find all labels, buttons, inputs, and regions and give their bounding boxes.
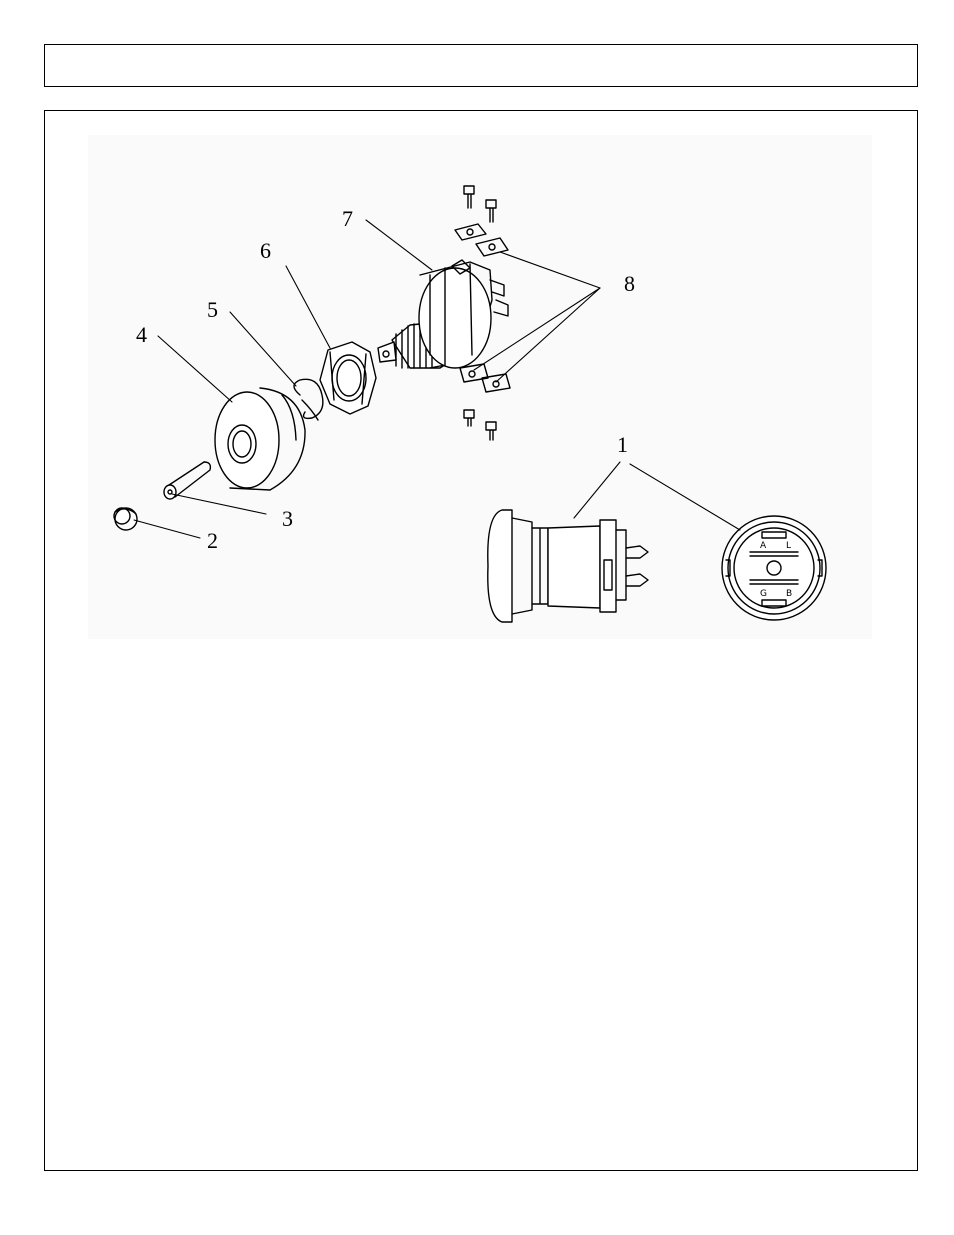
part-7-switch-body [378, 260, 508, 368]
part-1-end-view [722, 516, 826, 620]
part-3-pin [164, 462, 210, 499]
leader-lines [134, 220, 740, 538]
part-2-cap [114, 508, 137, 530]
callout-3: 3 [282, 506, 293, 531]
callout-1: 1 [617, 432, 628, 457]
part-4-knob [215, 388, 305, 490]
callout-4: 4 [136, 322, 147, 347]
terminal-mark-l: L [786, 541, 791, 551]
callout-7: 7 [342, 206, 353, 231]
terminal-mark-a: A [760, 541, 767, 551]
terminal-mark-b: B [786, 589, 792, 599]
callout-6: 6 [260, 238, 271, 263]
terminal-mark-g: G [760, 589, 767, 599]
part-6-nut [320, 342, 376, 414]
callout-labels: 1 2 3 4 5 6 7 8 [136, 206, 635, 553]
callout-8: 8 [624, 271, 635, 296]
part-1-side-view [488, 510, 648, 622]
callout-5: 5 [207, 297, 218, 322]
callout-2: 2 [207, 528, 218, 553]
part-5-clip [294, 379, 323, 420]
